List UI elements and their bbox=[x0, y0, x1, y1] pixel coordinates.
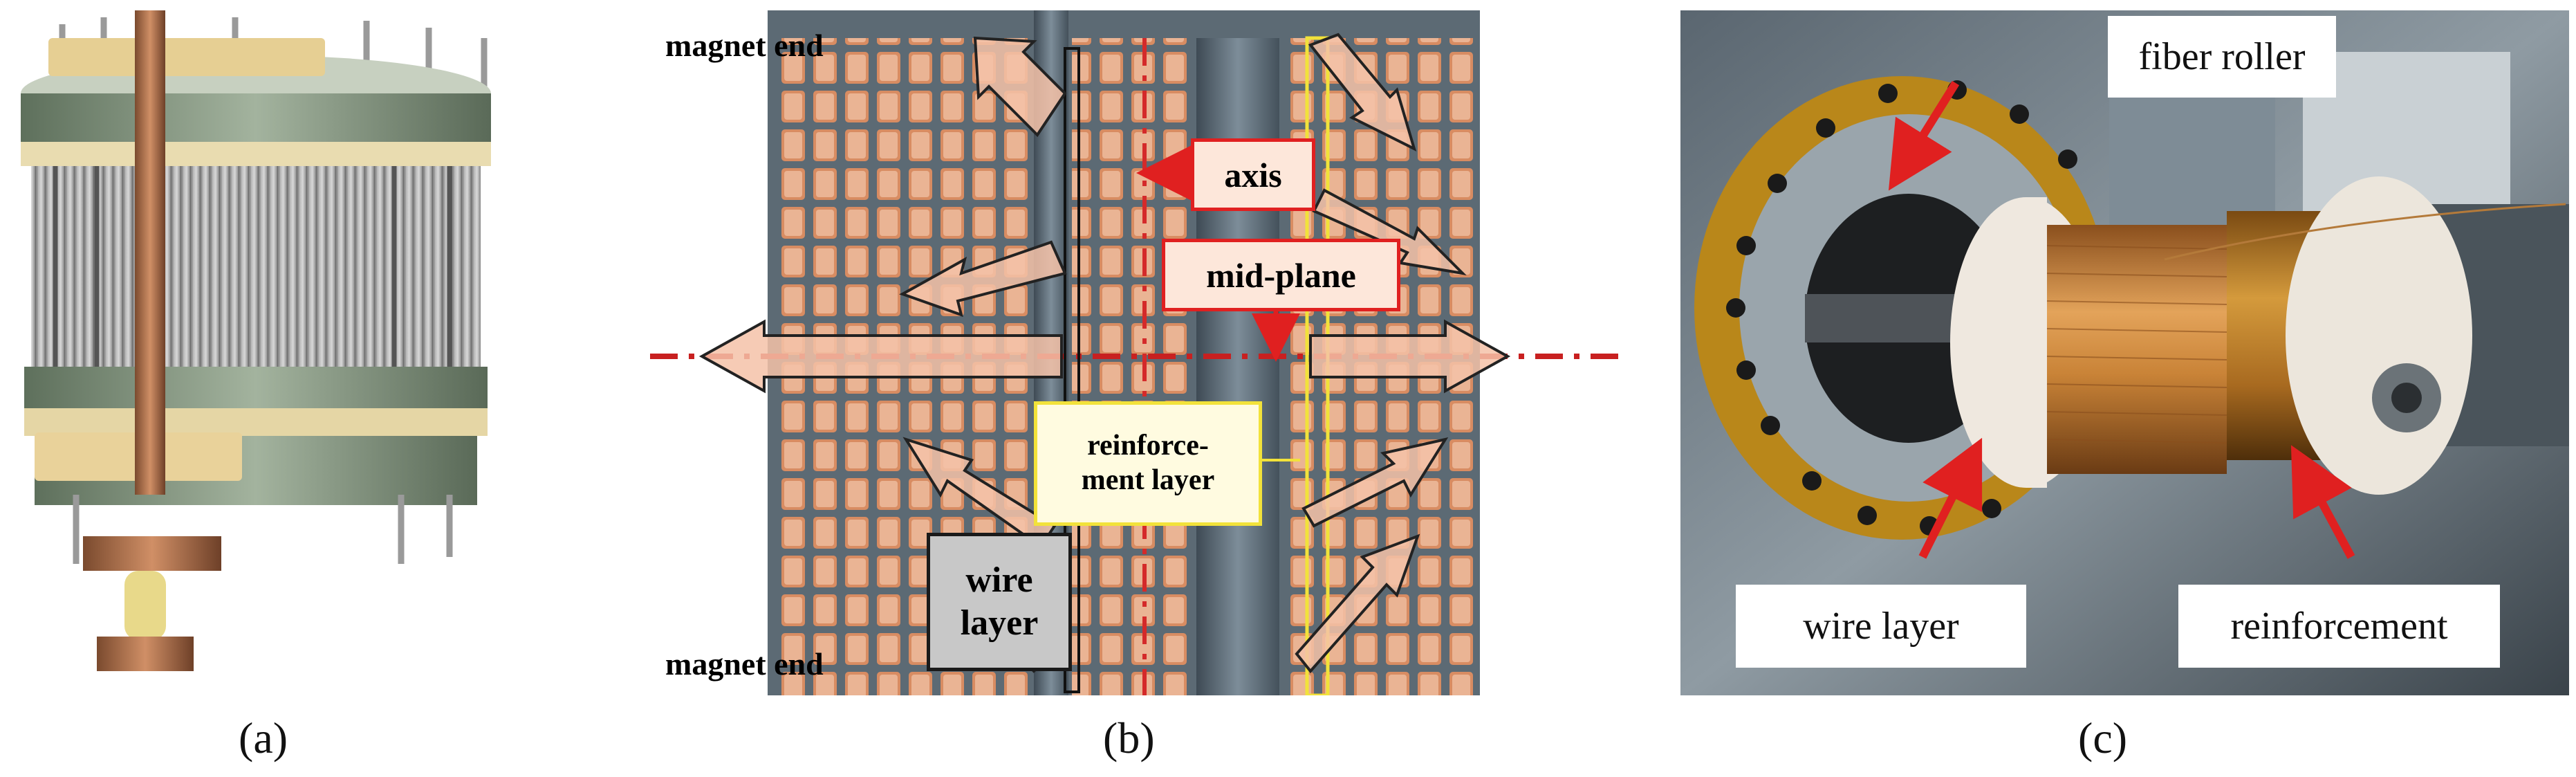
wire-layer-line1: wire bbox=[965, 560, 1033, 600]
axis-label: axis bbox=[1191, 138, 1315, 211]
wire-layer-label: wire layer bbox=[927, 533, 1072, 671]
panel-b: magnet end magnet end axis mid-plane rei… bbox=[650, 10, 1618, 695]
magnet-end-top-label: magnet end bbox=[665, 28, 824, 63]
wire-layer-c-label: wire layer bbox=[1736, 585, 2026, 668]
axis-label-text: axis bbox=[1224, 155, 1282, 194]
wire-layer-line2: layer bbox=[960, 603, 1039, 643]
reinforcement-c-label: reinforcement bbox=[2178, 585, 2500, 668]
reinforcement-layer-line1: reinforce- bbox=[1087, 430, 1209, 462]
mid-plane-label: mid-plane bbox=[1162, 239, 1400, 311]
reinforcement-layer-line2: ment layer bbox=[1081, 464, 1215, 496]
mid-plane-label-text: mid-plane bbox=[1206, 255, 1356, 295]
winding-photo bbox=[1680, 10, 2569, 695]
caption-b: (b) bbox=[1103, 713, 1155, 762]
magnet-end-bottom-label: magnet end bbox=[665, 646, 824, 682]
caption-a: (a) bbox=[239, 713, 288, 762]
panel-a bbox=[7, 10, 532, 695]
reinforcement-layer-label: reinforce- ment layer bbox=[1034, 401, 1262, 526]
fiber-roller-label: fiber roller bbox=[2108, 16, 2336, 98]
panel-c: fiber roller wire layer reinforcement bbox=[1680, 10, 2569, 695]
cross-section-photo bbox=[650, 10, 1618, 695]
caption-c: (c) bbox=[2078, 713, 2128, 762]
magnet-photo bbox=[21, 10, 491, 671]
